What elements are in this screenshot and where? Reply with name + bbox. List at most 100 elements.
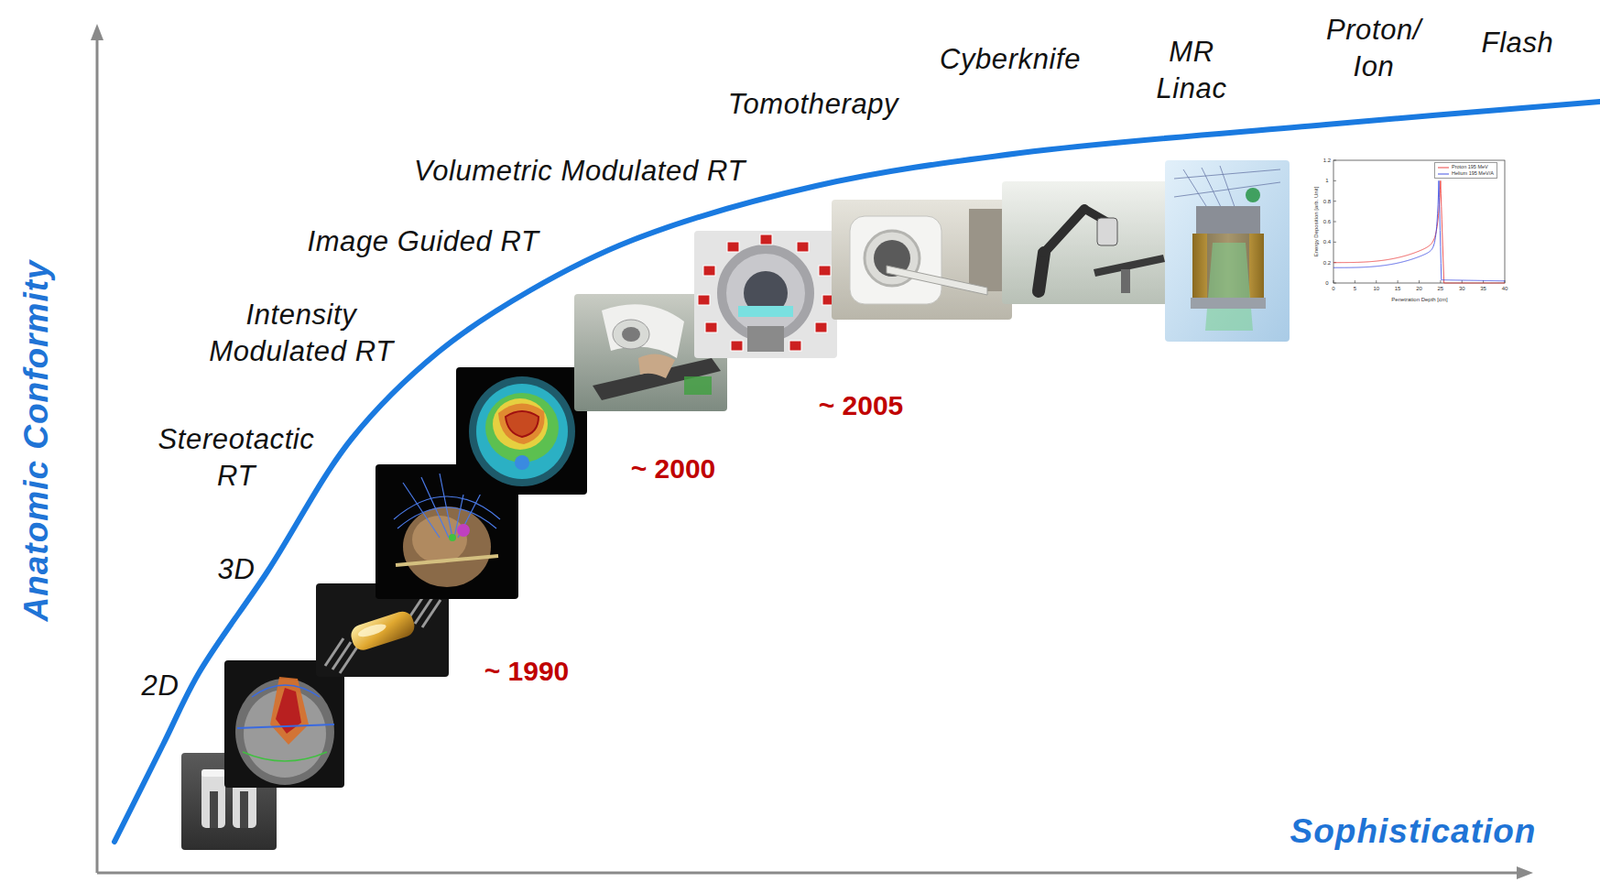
- vmat-photo: [815, 322, 828, 333]
- bragg-curves: [1333, 180, 1505, 283]
- clip-photo: [201, 769, 226, 828]
- stereotactic-photo: [421, 477, 449, 538]
- tomotherapy-photo: [849, 216, 942, 305]
- stereotactic-photo: [402, 482, 440, 538]
- bragg-chart: [1333, 160, 1505, 283]
- tick-label: 1.2: [1323, 157, 1331, 164]
- cyberknife-photo: [1097, 217, 1118, 246]
- ct-slice-photo: [237, 724, 335, 729]
- stereotactic-photo: [448, 533, 457, 542]
- year-label: ~ 2005: [818, 390, 904, 422]
- stereotactic-photo: [395, 555, 499, 566]
- technique-label: Intensity Modulated RT: [186, 296, 416, 371]
- imrt-dose-photo: [498, 402, 545, 445]
- axis-title: Sophistication: [1290, 812, 1537, 851]
- ct-slice-photo: [251, 685, 320, 697]
- technique-label: Image Guided RT: [306, 223, 539, 261]
- ct-slice-photo: [224, 660, 345, 788]
- vmat-photo: [705, 322, 718, 333]
- trend-curve: [114, 101, 1600, 842]
- vmat-photo: [694, 230, 838, 359]
- vmat-photo: [697, 234, 835, 351]
- source-photo: [325, 638, 344, 666]
- clip-photo: [209, 791, 218, 828]
- chart-axis-title: Penetration Depth [cm]: [1391, 296, 1448, 303]
- igrt-photo: [601, 304, 685, 359]
- legend-text: Helium 195 MeV/A: [1451, 170, 1494, 177]
- cyberknife-photo: [1038, 252, 1045, 292]
- chart-ticks: [1439, 280, 1441, 283]
- mr-linac-photo: [1190, 297, 1266, 309]
- vmat-photo: [747, 326, 784, 352]
- chart-axis-title: Energy Deposition [arb. Unit]: [1313, 186, 1319, 258]
- vmat-photo: [721, 249, 810, 338]
- source-photo: [422, 599, 441, 628]
- mr-linac-photo: [1245, 187, 1261, 203]
- tomotherapy-photo: [831, 199, 1013, 320]
- ct-slice-photo: [242, 751, 327, 762]
- trend-curve: [114, 101, 1600, 842]
- chart-ticks: [1354, 280, 1356, 283]
- stereotactic-photo: [402, 506, 491, 588]
- imrt-dose-photo: [456, 367, 588, 495]
- chart-ticks: [1418, 280, 1420, 283]
- tick-label: 0.4: [1323, 239, 1331, 245]
- legend-line-sample: [1437, 165, 1449, 170]
- tick-label: 0.8: [1323, 198, 1331, 205]
- stereotactic-photo: [457, 523, 470, 537]
- mr-linac-photo: [1205, 242, 1253, 331]
- tick-label: 15: [1394, 285, 1402, 292]
- chart-ticks: [1333, 160, 1505, 283]
- technique-label: Proton/ Ion: [1326, 11, 1422, 87]
- legend-line-sample: [1437, 172, 1449, 176]
- year-label: ~ 1990: [484, 655, 570, 687]
- vmat-photo: [760, 234, 773, 245]
- mr-linac-photo: [1196, 206, 1261, 234]
- axis-title: Anatomic Conformity: [17, 259, 56, 621]
- tick-label: 25: [1437, 285, 1445, 292]
- vmat-photo: [730, 340, 743, 351]
- technique-label: Flash: [1481, 24, 1555, 62]
- legend-line-sample: [1437, 173, 1449, 175]
- igrt-photo: [638, 353, 675, 379]
- vmat-photo: [697, 294, 710, 305]
- vmat-photo: [818, 265, 831, 276]
- ct-slice-photo: [270, 676, 309, 745]
- vmat-photo: [694, 230, 838, 359]
- chart-ticks: [1333, 180, 1337, 182]
- source-photo: [356, 621, 388, 640]
- cyberknife-photo: [1001, 181, 1169, 305]
- chart-ticks: [1461, 280, 1463, 283]
- source-photo: [348, 609, 417, 654]
- igrt-photo: [621, 326, 641, 342]
- stereotactic-photo: [412, 515, 468, 564]
- tick-label: 5: [1353, 285, 1357, 292]
- tomotherapy-photo: [831, 199, 1013, 320]
- chart-ticks: [1333, 282, 1337, 284]
- source-photo: [414, 596, 434, 624]
- tick-label: 35: [1480, 285, 1487, 292]
- mr-linac-photo: [1174, 165, 1281, 243]
- technique-label: Volumetric Modulated RT: [413, 152, 746, 190]
- vmat-photo: [789, 340, 802, 351]
- legend-text: Proton 195 MeV: [1451, 163, 1489, 171]
- legend-line-sample: [1437, 166, 1449, 168]
- source-photo: [339, 645, 359, 674]
- tick-label: 0.2: [1323, 260, 1331, 266]
- legend-entry: Proton 195 MeV: [1437, 163, 1494, 171]
- chart-ticks: [1397, 280, 1399, 283]
- imrt-dose-photo: [514, 455, 530, 470]
- year-label: ~ 2000: [631, 453, 717, 485]
- chart-ticks: [1333, 241, 1337, 243]
- axes: [90, 23, 1534, 880]
- igrt-photo: [612, 319, 650, 349]
- bragg-curves: [1333, 180, 1505, 281]
- source-photo: [332, 642, 351, 670]
- mr-linac-photo: [1164, 160, 1290, 342]
- tick-label: 0: [1325, 280, 1328, 286]
- chart-ticks: [1333, 160, 1337, 162]
- bragg-chart: [1306, 152, 1515, 305]
- technique-label: 2D: [141, 667, 180, 705]
